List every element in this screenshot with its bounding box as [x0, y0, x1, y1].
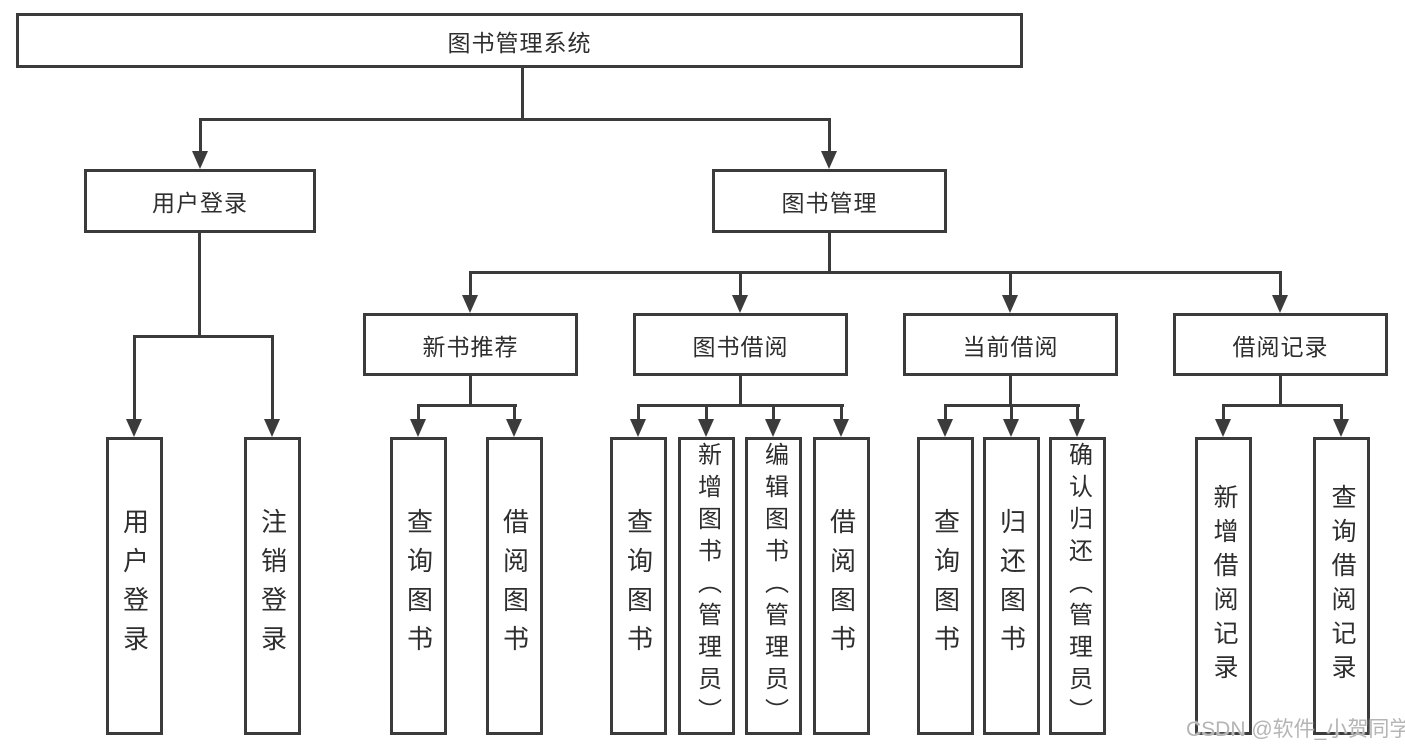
node-label: 图书管理系统 [447, 29, 592, 56]
leaf-add-books-admin: 新增图书（管理员） [678, 437, 735, 735]
edge-stub-book-borrow [739, 271, 742, 297]
arrowhead-borrow-records [1272, 295, 1288, 313]
node-label: 图书管理 [781, 190, 878, 216]
arrowhead-leaf [630, 419, 646, 437]
leaf-label: 用户登录 [119, 508, 150, 664]
leaf-label: 新增图书（管理员） [693, 442, 721, 730]
edge-stub-new-book-rec [469, 271, 472, 297]
edge-stub-leaf [133, 335, 136, 419]
arrowhead-leaf [833, 419, 849, 437]
arrowhead-user-login [192, 151, 208, 169]
edge-user-login-span [133, 335, 274, 338]
edge-book-borrow-trunk [739, 376, 742, 407]
leaf-label: 注销登录 [257, 508, 288, 664]
leaf-label: 借阅图书 [826, 508, 857, 664]
edge-stub-leaf [840, 404, 843, 420]
node-label: 图书借阅 [692, 333, 789, 360]
edge-borrow-records-span [1222, 404, 1343, 407]
edge-new-book-rec-trunk [469, 376, 472, 407]
leaf-query-borrow-record: 查询借阅记录 [1313, 437, 1370, 735]
edge-stub-leaf [637, 404, 640, 420]
edge-current-borrow-trunk [1009, 376, 1012, 407]
leaf-label: 借阅图书 [499, 508, 530, 664]
edge-stub-book-mgmt [828, 118, 831, 152]
leaf-return-books: 归还图书 [983, 437, 1040, 735]
edge-stub-leaf [705, 404, 708, 420]
edge-book-borrow-span [637, 404, 844, 407]
edge-root-trunk [521, 66, 524, 120]
leaf-label: 查询图书 [930, 508, 961, 664]
node-current-borrowing: 当前借阅 [903, 313, 1118, 376]
arrowhead-leaf [1215, 419, 1231, 437]
edge-stub-current-borrow [1009, 271, 1012, 297]
edge-stub-leaf [1076, 404, 1079, 420]
leaf-user-login: 用户登录 [106, 437, 163, 735]
arrowhead-leaf [698, 419, 714, 437]
arrowhead-leaf [506, 419, 522, 437]
leaf-borrow-books: 借阅图书 [813, 437, 870, 735]
arrowhead-leaf [1333, 419, 1349, 437]
edge-borrow-records-trunk [1279, 376, 1282, 407]
node-book-management: 图书管理 [712, 169, 947, 233]
arrowhead-book-mgmt [821, 151, 837, 169]
edge-stub-leaf [417, 404, 420, 420]
leaf-label: 编辑图书（管理员） [760, 442, 788, 730]
arrowhead-new-book-rec [462, 295, 478, 313]
leaf-query-books: 查询图书 [610, 437, 667, 735]
edge-book-mgmt-trunk [828, 233, 831, 274]
leaf-confirm-return-admin: 确认归还（管理员） [1049, 437, 1106, 735]
leaf-label: 查询图书 [623, 508, 654, 664]
edge-stub-leaf [1010, 404, 1013, 420]
leaf-query-books: 查询图书 [917, 437, 974, 735]
arrowhead-leaf [937, 419, 953, 437]
edge-level3-span [469, 271, 1282, 274]
edge-new-book-rec-span [417, 404, 517, 407]
arrowhead-book-borrow [732, 295, 748, 313]
leaf-label: 查询借阅记录 [1328, 484, 1356, 688]
edge-root-span [199, 118, 831, 121]
edge-stub-user-login [199, 118, 202, 152]
leaf-query-books: 查询图书 [390, 437, 447, 735]
leaf-add-borrow-record: 新增借阅记录 [1195, 437, 1252, 735]
arrowhead-leaf [126, 419, 142, 437]
edge-stub-leaf [271, 335, 274, 419]
edge-stub-leaf [772, 404, 775, 420]
node-label: 当前借阅 [962, 333, 1059, 360]
leaf-borrow-books: 借阅图书 [486, 437, 543, 735]
leaf-label: 新增借阅记录 [1210, 484, 1238, 688]
leaf-label: 归还图书 [996, 508, 1027, 664]
arrowhead-leaf [410, 419, 426, 437]
node-book-borrowing: 图书借阅 [633, 313, 848, 376]
leaf-edit-books-admin: 编辑图书（管理员） [745, 437, 802, 735]
edge-stub-leaf [513, 404, 516, 420]
leaf-logout: 注销登录 [244, 437, 301, 735]
node-user-login: 用户登录 [84, 169, 316, 233]
arrowhead-leaf [264, 419, 280, 437]
node-label: 新书推荐 [422, 333, 519, 360]
leaf-label: 确认归还（管理员） [1064, 442, 1092, 730]
node-borrowing-records: 借阅记录 [1173, 313, 1388, 376]
edge-stub-leaf [1222, 404, 1225, 420]
arrowhead-leaf [1069, 419, 1085, 437]
node-label: 借阅记录 [1232, 333, 1329, 360]
edge-user-login-trunk [198, 233, 201, 337]
edge-stub-borrow-records [1279, 271, 1282, 297]
csdn-watermark: CSDN @软件_小贺同学 [1186, 718, 1405, 741]
edge-stub-leaf [1340, 404, 1343, 420]
arrowhead-leaf [1003, 419, 1019, 437]
edge-stub-leaf [944, 404, 947, 420]
node-label: 用户登录 [152, 190, 248, 216]
leaf-label: 查询图书 [403, 508, 434, 664]
arrowhead-leaf [765, 419, 781, 437]
node-library-management-system: 图书管理系统 [16, 13, 1023, 68]
arrowhead-current-borrow [1002, 295, 1018, 313]
node-new-book-recommend: 新书推荐 [363, 313, 578, 376]
